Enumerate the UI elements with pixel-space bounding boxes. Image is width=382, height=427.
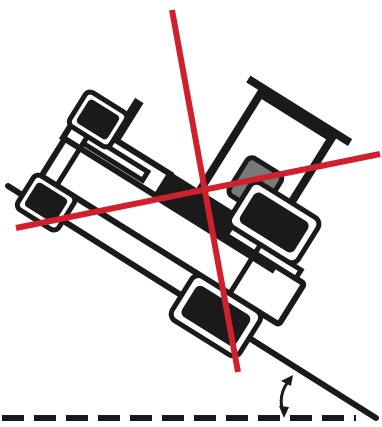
tractor-rops-top — [252, 81, 347, 140]
angle-arc-icon — [279, 375, 293, 418]
